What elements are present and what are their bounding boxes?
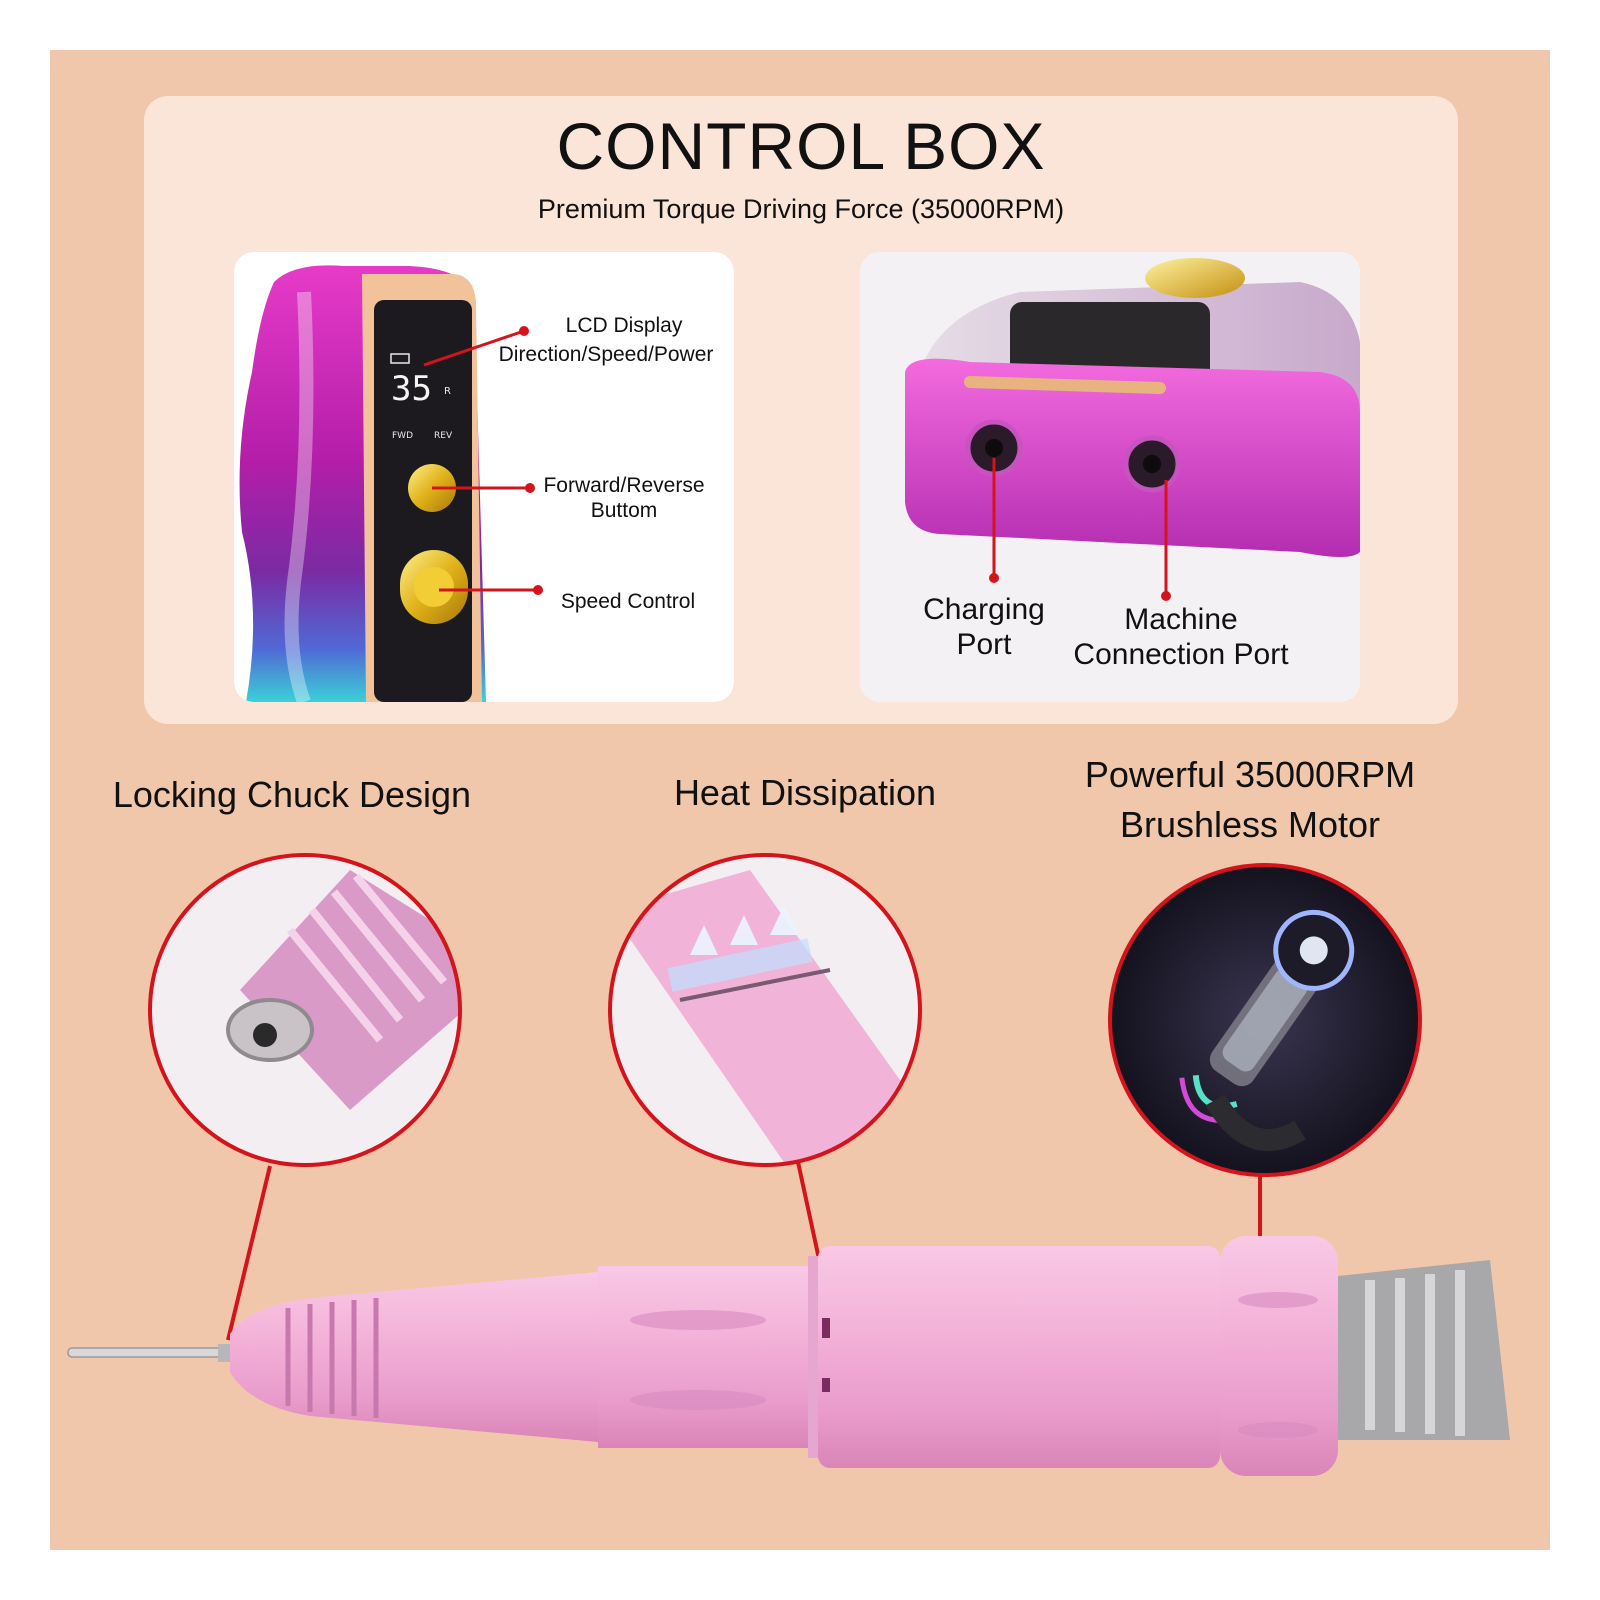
control-box-front-photo: 35 R FWD REV LCD Display Direction/Speed… <box>234 252 734 702</box>
control-box-title: CONTROL BOX <box>556 109 1046 183</box>
handpiece-illustration <box>67 853 1510 1476</box>
display-direction-letter: R <box>444 386 451 397</box>
brushless-motor-detail <box>1108 863 1422 1177</box>
heat-dissipation-detail <box>608 853 922 1167</box>
speed-control-callout: Speed Control <box>560 590 696 613</box>
charging-port-callout-line1: Charging <box>923 593 1045 626</box>
control-box-ports-illustration <box>860 252 1360 702</box>
locking-chuck-detail <box>148 853 462 1167</box>
product-infographic: CONTROL BOX Premium Torque Driving Force… <box>50 50 1550 1550</box>
forward-reverse-callout-line2: Buttom <box>590 499 658 522</box>
display-speed-digits: 35 <box>391 369 432 409</box>
forward-reverse-callout-line1: Forward/Reverse <box>543 474 705 497</box>
machine-port-callout-line2: Connection Port <box>1073 638 1289 671</box>
control-box-ports-photo: Charging Port Machine Connection Port <box>860 252 1360 702</box>
rev-label: REV <box>434 431 453 441</box>
control-box-panel: CONTROL BOX Premium Torque Driving Force… <box>144 96 1458 724</box>
nail-drill-handpiece <box>67 1236 1510 1476</box>
charging-port-callout-line2: Port <box>956 628 1012 661</box>
control-box-front-illustration: 35 R FWD REV <box>239 265 543 702</box>
fwd-label: FWD <box>392 431 413 441</box>
heat-dissipation-heading: Heat Dissipation <box>673 772 937 813</box>
lcd-display-callout-detail: Direction/Speed/Power <box>498 343 714 366</box>
motor-heading-line1: Powerful 35000RPM <box>1084 754 1416 795</box>
locking-chuck-heading: Locking Chuck Design <box>112 774 472 815</box>
motor-heading-line2: Brushless Motor <box>1119 804 1381 845</box>
control-box-subtitle: Premium Torque Driving Force (35000RPM) <box>537 194 1065 224</box>
lcd-display-callout-title: LCD Display <box>565 314 683 337</box>
machine-port-callout-line1: Machine <box>1124 603 1238 636</box>
